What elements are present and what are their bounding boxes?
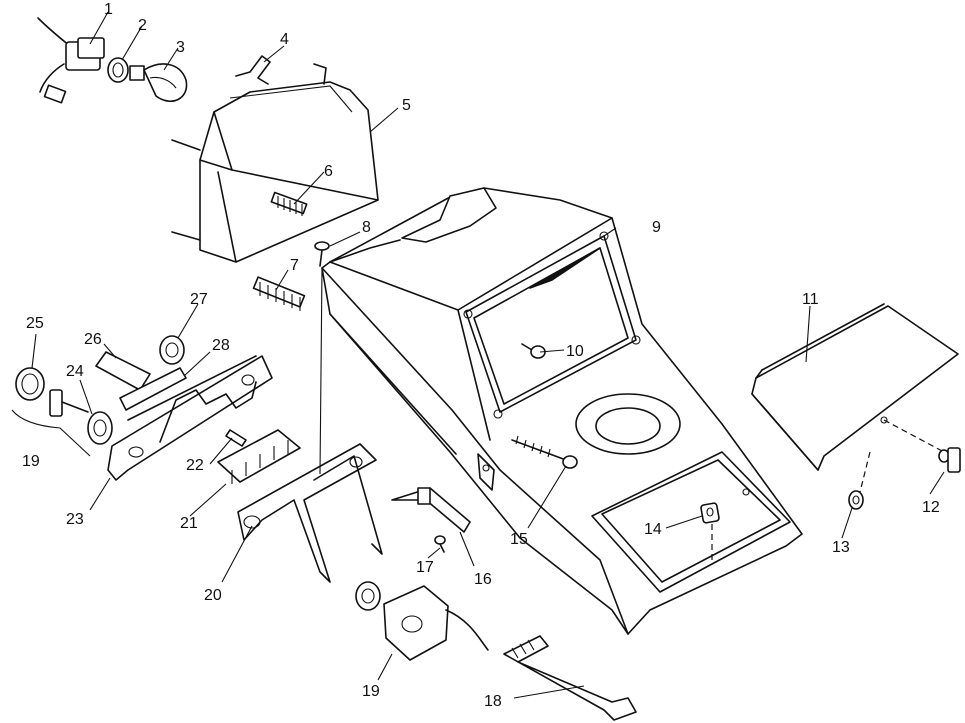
callout-3: 3 — [176, 39, 185, 56]
switch-connector-pin — [225, 429, 247, 447]
callout-21: 21 — [180, 515, 198, 532]
adjuster-spring-upper — [270, 191, 308, 216]
ignition-switch-bezel — [15, 367, 45, 401]
bulb-socket-ring — [107, 57, 129, 83]
callout-6: 6 — [324, 163, 333, 180]
fastener-grommet — [848, 490, 864, 510]
long-screw — [511, 435, 578, 469]
small-screw — [434, 535, 446, 553]
callout-12: 12 — [922, 499, 940, 516]
headlight-housing — [171, 63, 379, 263]
callout-16: 16 — [474, 571, 492, 588]
wiring-harness-connector — [355, 581, 489, 661]
callout-17: 17 — [416, 559, 434, 576]
callout-18: 18 — [484, 693, 502, 710]
switch-block — [217, 429, 301, 484]
ribbon-cable — [503, 635, 637, 721]
cover-plate — [751, 303, 959, 471]
callout-1: 1 — [104, 1, 113, 18]
callout-labels: 1 2 3 4 5 6 7 8 9 10 11 12 13 14 15 16 1… — [22, 1, 940, 710]
callout-28: 28 — [212, 337, 230, 354]
callout-26: 26 — [84, 331, 102, 348]
bracket-decal — [95, 351, 151, 391]
headlight-wiring-connector — [37, 17, 105, 104]
choke-cable-end — [391, 487, 471, 533]
ignition-key — [49, 389, 89, 417]
callout-9: 9 — [652, 219, 661, 236]
ignition-switch-nut — [87, 411, 113, 445]
callout-11: 11 — [802, 291, 819, 308]
switch-decal — [119, 367, 187, 411]
headlight-clip-wire — [235, 55, 271, 85]
callout-5: 5 — [402, 97, 411, 114]
callout-4: 4 — [280, 31, 289, 48]
callout-22: 22 — [186, 457, 204, 474]
speed-nut — [700, 502, 720, 560]
callout-13: 13 — [832, 539, 850, 556]
hood-console — [321, 187, 803, 635]
console-screw — [521, 343, 546, 359]
leader-lines — [11, 11, 945, 699]
headlight-screw — [314, 241, 330, 267]
headlight-bulb — [129, 63, 188, 102]
callout-8: 8 — [362, 219, 371, 236]
callout-7: 7 — [290, 257, 299, 274]
adjuster-spring-lower — [252, 276, 306, 311]
callout-19-bottom: 19 — [362, 683, 380, 700]
panel-grommet — [159, 335, 185, 365]
callout-25: 25 — [26, 315, 44, 332]
callout-20: 20 — [204, 587, 222, 604]
callout-14: 14 — [644, 521, 662, 538]
callout-2: 2 — [138, 17, 147, 34]
callout-24: 24 — [66, 363, 84, 380]
mounting-bracket — [237, 443, 383, 583]
callout-15: 15 — [510, 531, 528, 548]
callout-10: 10 — [566, 343, 584, 360]
switch-panel — [107, 355, 273, 481]
callout-27: 27 — [190, 291, 208, 308]
quarter-turn-fastener — [857, 419, 961, 501]
callout-23: 23 — [66, 511, 84, 528]
callout-19-left: 19 — [22, 453, 40, 470]
